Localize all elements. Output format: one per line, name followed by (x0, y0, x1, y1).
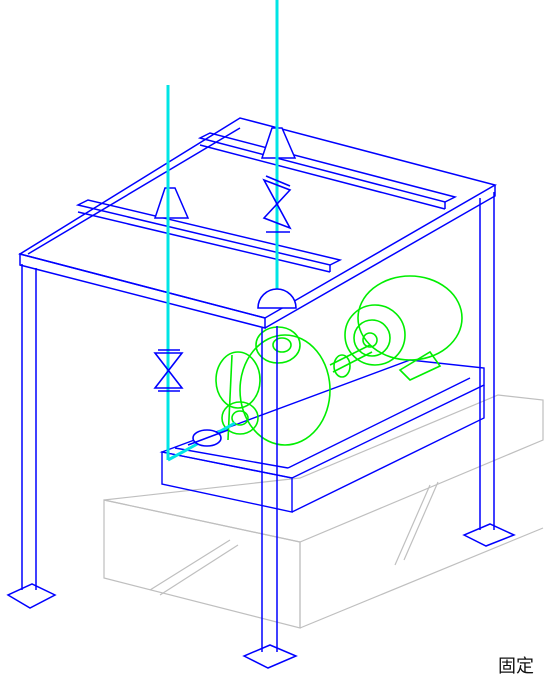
equipment-skid (159, 359, 485, 513)
caption: 固定 (498, 656, 534, 677)
pipe-support-icon (153, 127, 297, 219)
steel-frame (6, 117, 516, 669)
gate-valve-icon (153, 349, 184, 392)
check-valve-icon (262, 175, 292, 233)
motor-pump-assembly (215, 275, 463, 446)
flange-icon (187, 288, 297, 447)
pump-casing (239, 334, 331, 446)
concrete-foundation (103, 394, 544, 629)
motor-body (357, 275, 463, 361)
